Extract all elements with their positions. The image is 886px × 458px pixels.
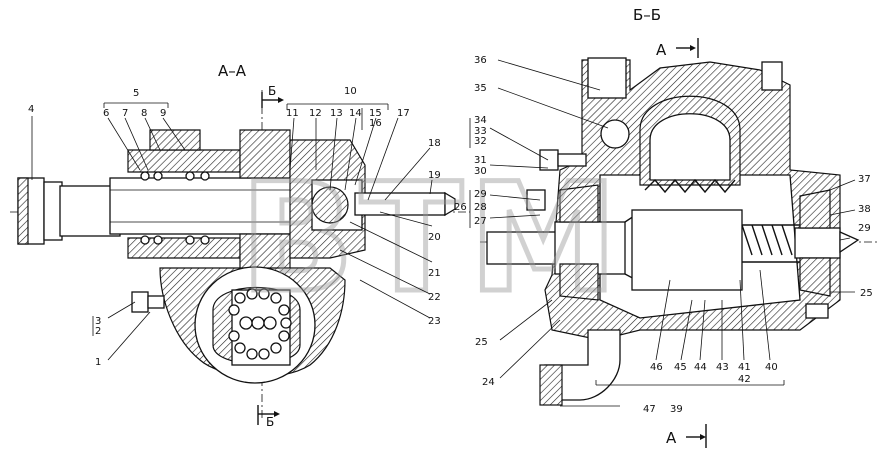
section-marker-a-bottom: А xyxy=(666,424,707,448)
callout-40: 40 xyxy=(765,362,778,373)
callout-42: 42 xyxy=(738,374,751,385)
callout-33: 33 xyxy=(474,126,487,137)
section-marker-b-bottom: Б xyxy=(257,405,280,429)
callout-29a: 29 xyxy=(474,189,487,200)
callout-25b: 25 xyxy=(860,288,873,299)
section-aa-view xyxy=(10,90,470,420)
callout-11: 11 xyxy=(286,108,299,119)
callout-3: 3 xyxy=(95,316,101,327)
ball-circuit xyxy=(228,288,292,360)
callout-28: 28 xyxy=(474,202,487,213)
callout-1: 1 xyxy=(95,357,101,368)
section-marker-b-top: Б xyxy=(261,84,284,108)
callout-45: 45 xyxy=(674,362,687,373)
marker-b-bottom-label: Б xyxy=(266,415,274,429)
callout-38: 38 xyxy=(858,204,871,215)
callout-4: 4 xyxy=(28,104,34,115)
callout-7: 7 xyxy=(122,108,128,119)
worm-threads xyxy=(741,224,800,263)
section-title-bb: Б–Б xyxy=(633,6,661,24)
callout-8: 8 xyxy=(141,108,147,119)
callout-23: 23 xyxy=(428,316,441,327)
callout-5: 5 xyxy=(133,88,139,99)
callout-34: 34 xyxy=(474,115,487,126)
callout-25a: 25 xyxy=(475,337,488,348)
callout-15: 15 xyxy=(369,108,382,119)
callouts-right: 24 25 25 26 27 28 29 29 30 31 32 33 34 3… xyxy=(454,55,873,415)
callout-37: 37 xyxy=(858,174,871,185)
callout-16: 16 xyxy=(369,118,382,129)
section-title-aa: А–А xyxy=(218,62,247,80)
marker-a-bottom-label: А xyxy=(666,429,677,447)
callout-46: 46 xyxy=(650,362,663,373)
callout-24: 24 xyxy=(482,377,495,388)
callout-31: 31 xyxy=(474,155,487,166)
callout-17: 17 xyxy=(397,108,410,119)
marker-a-top-label: А xyxy=(656,41,667,59)
callout-2: 2 xyxy=(95,326,101,337)
callout-29b: 29 xyxy=(858,223,871,234)
callout-30: 30 xyxy=(474,166,487,177)
callout-39: 39 xyxy=(670,404,683,415)
callout-9: 9 xyxy=(160,108,166,119)
leaders-left xyxy=(31,102,433,361)
callout-20: 20 xyxy=(428,232,441,243)
callout-brackets xyxy=(92,108,471,336)
bearing-upper xyxy=(140,171,210,245)
callout-12: 12 xyxy=(309,108,322,119)
callout-10: 10 xyxy=(344,86,357,97)
callout-26: 26 xyxy=(454,202,467,213)
callout-13: 13 xyxy=(330,108,343,119)
section-marker-a-top: А xyxy=(656,38,699,59)
callout-43: 43 xyxy=(716,362,729,373)
callout-22: 22 xyxy=(428,292,441,303)
section-bb-view xyxy=(480,57,880,406)
callout-6: 6 xyxy=(103,108,109,119)
callout-27: 27 xyxy=(474,216,487,227)
callouts-left: 1 2 3 4 5 6 7 8 9 10 11 12 13 14 15 16 1… xyxy=(28,86,441,368)
callout-18: 18 xyxy=(428,138,441,149)
callout-14: 14 xyxy=(349,108,362,119)
callout-35: 35 xyxy=(474,83,487,94)
callout-19: 19 xyxy=(428,170,441,181)
callout-47: 47 xyxy=(643,404,656,415)
leaders-right xyxy=(489,59,856,407)
callout-44: 44 xyxy=(694,362,707,373)
callout-32: 32 xyxy=(474,136,487,147)
callout-36: 36 xyxy=(474,55,487,66)
watermark-logo: BTM xyxy=(240,152,624,326)
callout-41: 41 xyxy=(738,362,751,373)
callout-21: 21 xyxy=(428,268,441,279)
marker-b-top-label: Б xyxy=(268,84,276,98)
